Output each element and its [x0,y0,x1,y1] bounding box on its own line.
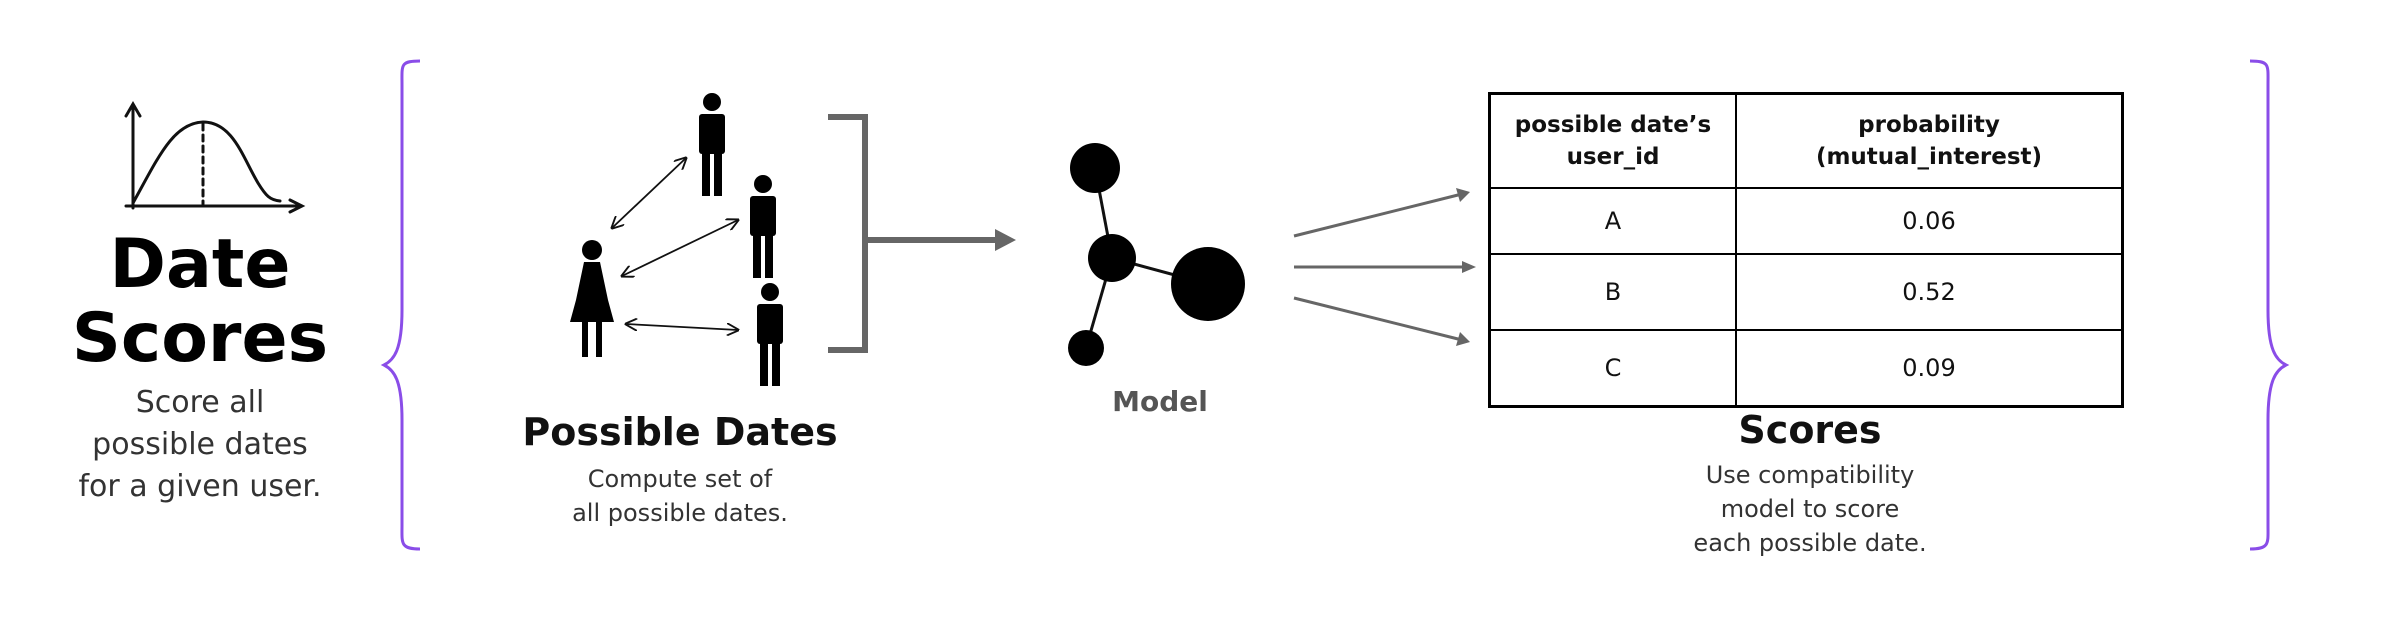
right-brace [2249,59,2290,551]
man-icon [699,93,725,196]
possible-dates-description: Compute set of all possible dates. [500,462,860,530]
page-title: Date Scores [40,228,360,376]
scores-desc-line-1: Use compatibility [1705,461,1915,489]
cell-user-id: B [1488,253,1737,331]
column-header-user-id-line-2: user_id [1566,144,1660,170]
bracket-arrow [828,114,1016,353]
cell-probability: 0.06 [1735,187,2124,255]
man-icon [750,175,776,278]
left-brace [380,59,421,551]
cell-probability: 0.52 [1735,253,2124,331]
double-arrow [626,324,738,330]
column-header-user-id: possible date’s user_id [1488,92,1737,189]
score-arrows [1293,188,1476,346]
possible-dates-desc-line-1: Compute set of [587,465,773,493]
cell-user-id: C [1488,329,1737,408]
double-arrow [612,158,686,228]
table-row: A 0.06 [1488,187,2124,255]
table-header-row: possible date’s user_id probability (mut… [1488,92,2124,189]
scores-desc-line-2: model to score [1720,495,1900,523]
table-row: B 0.52 [1488,253,2124,331]
scores-desc-line-3: each possible date. [1693,529,1927,557]
subtitle-line-2: possible dates [92,427,308,462]
possible-dates-desc-line-2: all possible dates. [572,499,788,527]
man-icon [757,283,783,386]
scores-description: Use compatibility model to score each po… [1640,458,1980,560]
distribution-curve-icon [124,101,306,214]
cell-user-id: A [1488,187,1737,255]
model-label: Model [1112,385,1208,418]
possible-dates-title: Possible Dates [522,410,838,454]
double-arrow [622,220,738,276]
title-line-2: Scores [71,299,329,378]
score-table: possible date’s user_id probability (mut… [1488,92,2124,408]
table-row: C 0.09 [1488,329,2124,408]
title-line-1: Date [109,225,291,304]
scores-title: Scores [1738,408,1882,452]
page-subtitle: Score all possible dates for a given use… [60,382,340,508]
subtitle-line-1: Score all [135,385,265,420]
column-header-probability: probability (mutual_interest) [1735,92,2124,189]
woman-icon [570,240,614,357]
cell-probability: 0.09 [1735,329,2124,408]
subtitle-line-3: for a given user. [78,469,322,504]
possible-dates-graphic [570,93,783,386]
column-header-user-id-line-1: possible date’s [1514,112,1712,138]
model-graph-icon [1068,143,1245,366]
